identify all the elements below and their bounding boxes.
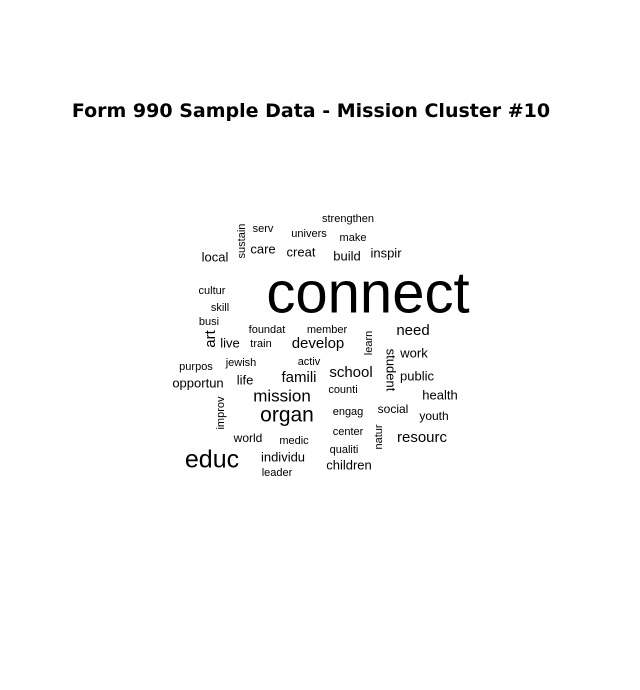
word-train: train [250, 338, 271, 350]
word-opportun: opportun [172, 375, 223, 390]
word-world: world [233, 431, 263, 445]
word-resourc: resourc [397, 429, 448, 446]
word-engag: engag [333, 406, 364, 418]
word-educ: educ [185, 446, 239, 474]
word-busi: busi [199, 316, 219, 328]
word-youth: youth [419, 409, 448, 423]
word-sustain: sustain [236, 224, 248, 259]
word-qualiti: qualiti [330, 444, 359, 456]
chart-title: Form 990 Sample Data - Mission Cluster #… [71, 100, 551, 122]
word-school: school [329, 364, 372, 381]
word-serv: serv [253, 223, 274, 235]
word-natur: natur [373, 424, 385, 449]
word-local: local [202, 249, 229, 264]
word-organ: organ [260, 404, 314, 427]
word-mission: mission [253, 386, 311, 405]
word-medic: medic [279, 435, 309, 447]
word-inspir: inspir [370, 245, 402, 260]
word-improv: improv [215, 396, 227, 430]
word-strengthen: strengthen [322, 213, 374, 225]
word-creat: creat [287, 244, 316, 259]
word-cultur: cultur [199, 285, 226, 297]
word-counti: counti [328, 384, 357, 396]
word-live: live [220, 335, 240, 350]
word-individu: individu [261, 449, 305, 464]
word-make: make [340, 232, 367, 244]
word-leader: leader [262, 467, 293, 479]
word-social: social [378, 402, 409, 416]
word-learn: learn [363, 331, 375, 355]
word-develop: develop [292, 335, 345, 352]
word-care: care [250, 241, 275, 256]
word-health: health [422, 387, 457, 402]
word-foundat: foundat [249, 324, 286, 336]
word-public: public [400, 368, 434, 383]
word-art: art [202, 329, 219, 347]
word-famili: famili [281, 369, 316, 386]
word-children: children [326, 457, 372, 472]
word-need: need [396, 322, 429, 339]
word-activ: activ [298, 356, 321, 368]
word-build: build [333, 248, 360, 263]
word-work: work [399, 345, 428, 360]
word-life: life [237, 372, 254, 387]
word-purpos: purpos [179, 361, 213, 373]
word-member: member [307, 324, 348, 336]
word-jewish: jewish [225, 357, 257, 369]
word-univers: univers [291, 228, 327, 240]
word-skill: skill [211, 302, 229, 314]
word-connect: connect [266, 260, 469, 325]
word-center: center [333, 426, 364, 438]
word-student: student [384, 349, 399, 392]
